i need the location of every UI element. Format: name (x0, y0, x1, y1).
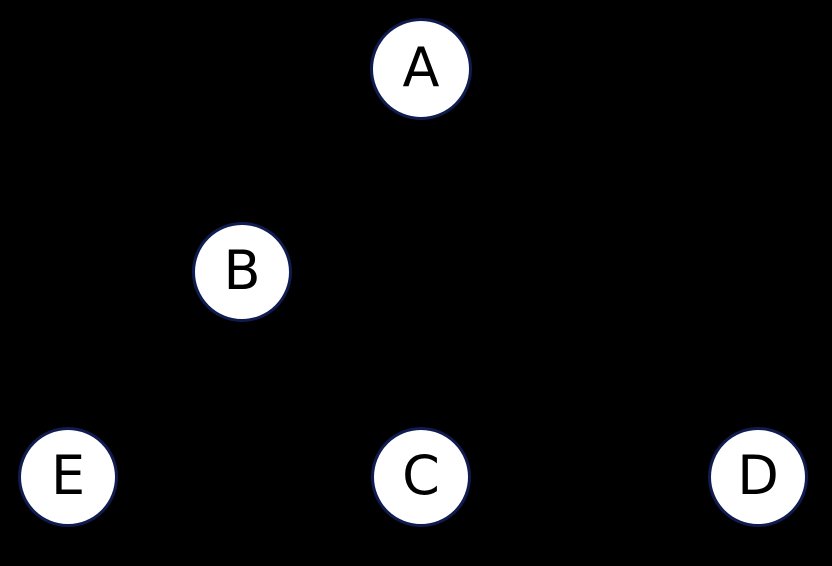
graph-node-label: B (223, 239, 261, 302)
graph-node-e[interactable]: E (18, 427, 118, 527)
graph-node-label: E (50, 444, 86, 507)
graph-node-b[interactable]: B (192, 222, 292, 322)
graph-node-label: A (402, 36, 440, 99)
graph-node-c[interactable]: C (371, 427, 471, 527)
graph-node-label: D (737, 444, 779, 507)
graph-node-a[interactable]: A (370, 18, 472, 120)
graph-node-label: C (402, 444, 440, 507)
graph-node-d[interactable]: D (708, 427, 808, 527)
